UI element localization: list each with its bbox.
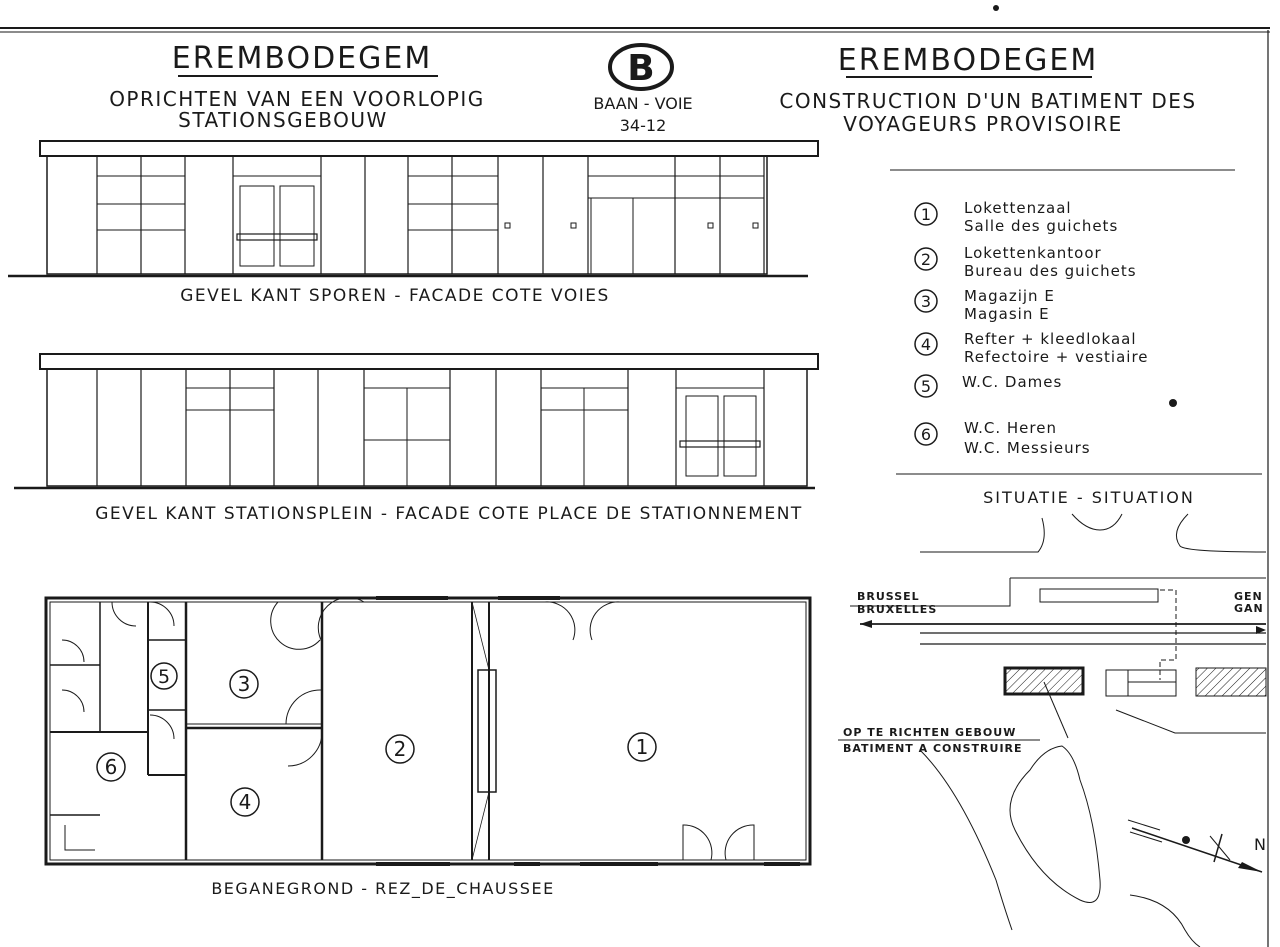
legend-2-nl: Lokettenkantoor	[964, 244, 1102, 262]
legend-3-fr: Magasin E	[964, 305, 1050, 323]
north-label: N	[1254, 835, 1266, 854]
emblem-line-number: 34-12	[620, 116, 667, 135]
elevation-track-side: GEVEL KANT SPOREN - FACADE COTE VOIES	[8, 140, 819, 306]
room-number-4: 4	[239, 790, 252, 814]
ground-floor-plan	[44, 596, 812, 866]
room-number-5: 5	[158, 666, 170, 688]
railway-emblem: B BAAN - VOIE 34-12	[593, 43, 693, 135]
legend: 1 Lokettenzaal Salle des guichets 2 Loke…	[896, 199, 1262, 475]
svg-text:5: 5	[921, 377, 931, 396]
emblem-letter: B	[627, 48, 654, 89]
elevation-track-side-caption: GEVEL KANT SPOREN - FACADE COTE VOIES	[180, 286, 610, 306]
svg-text:2: 2	[921, 250, 931, 269]
legend-2-fr: Bureau des guichets	[964, 262, 1137, 280]
building-label-nl: OP TE RICHTEN GEBOUW	[843, 726, 1016, 739]
title-block-dutch: EREMBODEGEM OPRICHTEN VAN EEN VOORLOPIG …	[109, 41, 485, 132]
legend-item-6: 6 W.C. Heren W.C. Messieurs	[914, 419, 1091, 457]
elevation-square-side: GEVEL KANT STATIONSPLEIN - FACADE COTE P…	[14, 353, 819, 524]
svg-text:6: 6	[921, 425, 931, 444]
title-fr-place: EREMBODEGEM	[838, 43, 1098, 78]
svg-text:4: 4	[921, 335, 931, 354]
legend-4-nl: Refter + kleedlokaal	[964, 330, 1137, 348]
situation-map: SITUATIE - SITUATION BRUSSEL BRUXELLES G…	[838, 488, 1267, 947]
title-nl-line2: STATIONSGEBOUW	[178, 108, 388, 132]
room-number-3: 3	[238, 672, 251, 696]
legend-item-1: 1 Lokettenzaal Salle des guichets	[914, 199, 1118, 235]
room-number-1: 1	[636, 735, 649, 759]
direction-right-fr: GAN	[1234, 602, 1264, 615]
legend-1-nl: Lokettenzaal	[964, 199, 1072, 217]
legend-item-3: 3 Magazijn E Magasin E	[914, 287, 1055, 323]
room-number-6: 6	[105, 755, 118, 779]
direction-left-nl: BRUSSEL	[857, 590, 920, 603]
legend-4-fr: Refectoire + vestiaire	[964, 348, 1149, 366]
legend-item-5: 5 W.C. Dames	[914, 373, 1062, 398]
legend-item-2: 2 Lokettenkantoor Bureau des guichets	[914, 244, 1137, 280]
north-arrow-icon: N	[1127, 819, 1266, 873]
legend-6-fr: W.C. Messieurs	[964, 439, 1091, 457]
title-nl-place: EREMBODEGEM	[172, 41, 432, 76]
emblem-line-label: BAAN - VOIE	[593, 94, 692, 113]
svg-text:3: 3	[921, 292, 931, 311]
legend-6-nl: W.C. Heren	[964, 419, 1057, 437]
title-fr-line1: CONSTRUCTION D'UN BATIMENT DES	[779, 89, 1196, 113]
legend-1-fr: Salle des guichets	[964, 217, 1118, 235]
building-label-fr: BATIMENT A CONSTRUIRE	[843, 742, 1023, 755]
ground-floor-caption: BEGANEGROND - REZ_DE_CHAUSSEE	[211, 879, 554, 899]
situation-title: SITUATIE - SITUATION	[983, 488, 1195, 507]
title-fr-line2: VOYAGEURS PROVISOIRE	[843, 112, 1123, 136]
plan-room-numbers: 1 2 3 4 5 6	[96, 662, 657, 817]
legend-3-nl: Magazijn E	[964, 287, 1055, 305]
direction-left-fr: BRUXELLES	[857, 603, 937, 616]
legend-item-4: 4 Refter + kleedlokaal Refectoire + vest…	[914, 330, 1149, 366]
legend-5-nl: W.C. Dames	[962, 373, 1062, 391]
svg-text:1: 1	[921, 205, 931, 224]
sheet-frame	[0, 5, 1270, 947]
elevation-square-side-caption: GEVEL KANT STATIONSPLEIN - FACADE COTE P…	[95, 504, 803, 524]
room-number-2: 2	[394, 737, 407, 761]
direction-right-nl: GEN	[1234, 590, 1263, 603]
title-nl-line1: OPRICHTEN VAN EEN VOORLOPIG	[109, 87, 485, 111]
title-block-french: EREMBODEGEM CONSTRUCTION D'UN BATIMENT D…	[779, 43, 1235, 171]
